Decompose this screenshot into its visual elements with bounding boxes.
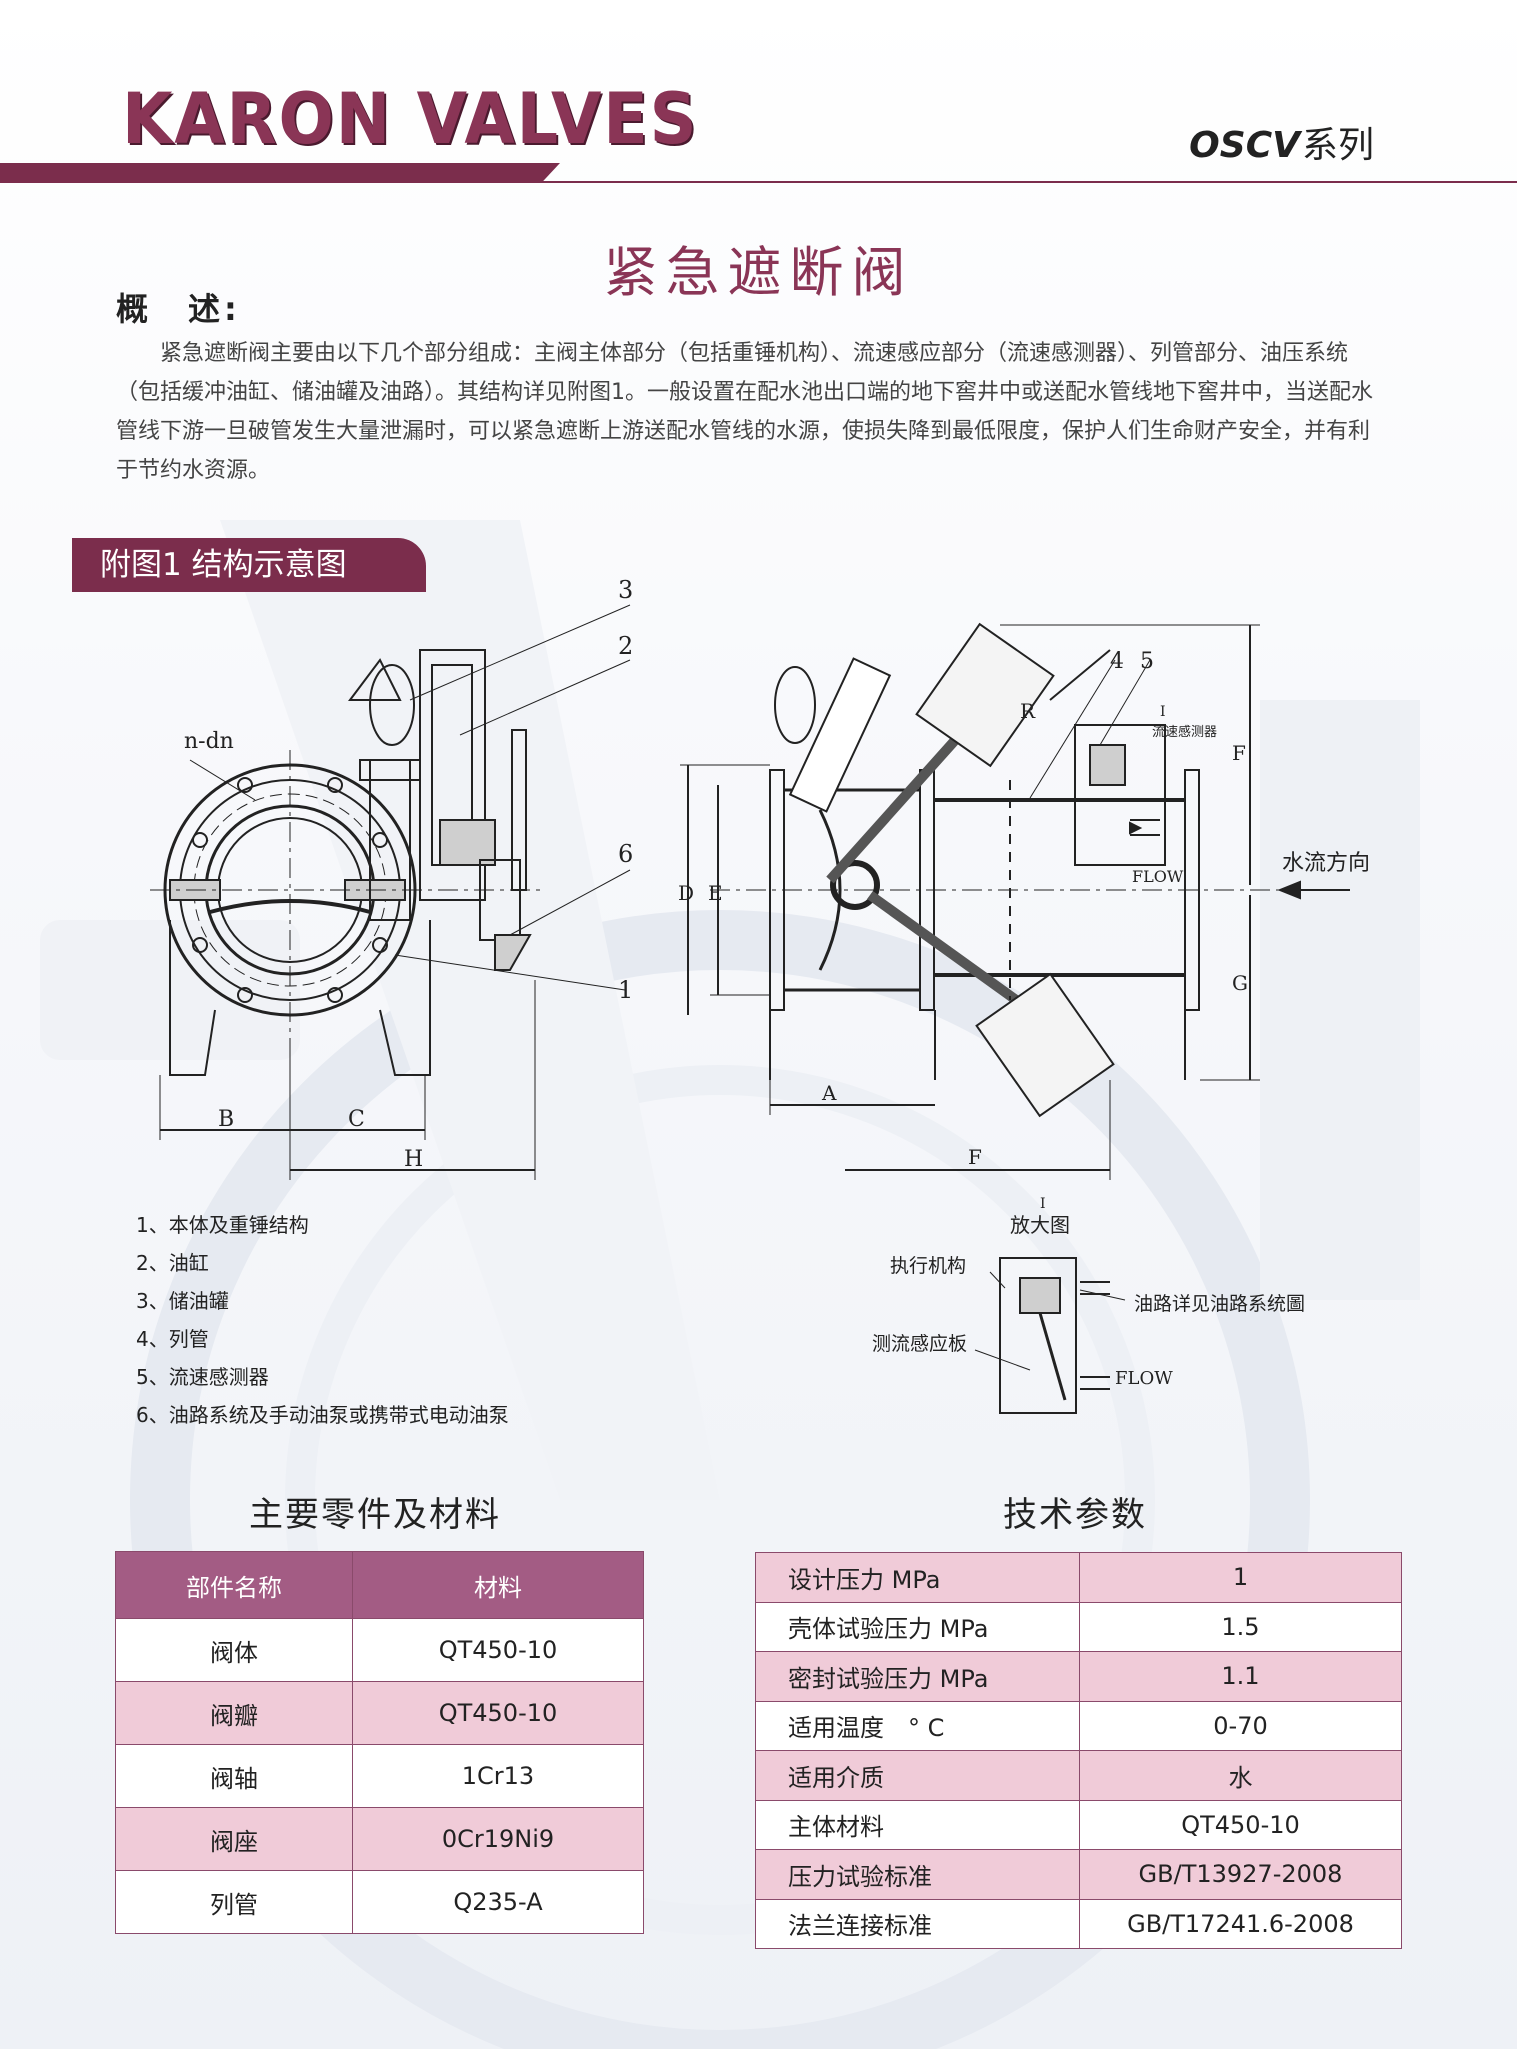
valve-side-view bbox=[680, 622, 1350, 1180]
overview-text: 紧急遮断阀主要由以下几个部分组成：主阀主体部分（包括重锤机构）、流速感应部分（流… bbox=[116, 341, 1374, 483]
parts-list-item: 1、本体及重锤结构 bbox=[136, 1213, 309, 1237]
plate-label: 测流感应板 bbox=[872, 1333, 967, 1355]
callout-6: 6 bbox=[618, 840, 633, 868]
valve-front-view bbox=[150, 604, 631, 1180]
spec-name-cell: 壳体试验压力 MPa bbox=[755, 1601, 1080, 1652]
dim-e: E bbox=[708, 881, 723, 905]
spec-value-cell: GB/T17241.6-2008 bbox=[1079, 1898, 1402, 1949]
dim-f-vertical: F bbox=[1232, 741, 1246, 765]
series-label: OSCV系列 bbox=[1189, 116, 1374, 168]
callout-4: 4 bbox=[1110, 649, 1124, 674]
table-row: 适用介质水 bbox=[755, 1750, 1402, 1801]
figure-label: 附图1 结构示意图 bbox=[72, 538, 426, 592]
spec-value-cell: 1 bbox=[1079, 1552, 1402, 1603]
spec-value-cell: 0-70 bbox=[1079, 1700, 1402, 1751]
spec-name-cell: 适用介质 bbox=[755, 1750, 1080, 1801]
parts-list-item: 2、油缸 bbox=[136, 1251, 209, 1275]
spec-value-cell: 1.1 bbox=[1079, 1651, 1402, 1702]
series-cn: 系列 bbox=[1301, 125, 1374, 166]
material-cell: Q235-A bbox=[351, 1870, 645, 1934]
parts-list-item: 4、列管 bbox=[136, 1327, 209, 1351]
sensor-label: 流速感测器 bbox=[1152, 724, 1217, 740]
specs-title: 技术参数 bbox=[1003, 1495, 1147, 1535]
spec-name-cell: 密封试验压力 MPa bbox=[755, 1651, 1080, 1702]
spec-value-cell: QT450-10 bbox=[1079, 1799, 1402, 1850]
part-name-cell: 阀体 bbox=[115, 1618, 353, 1682]
column-header-material: 材料 bbox=[351, 1551, 645, 1619]
header-accent-bar bbox=[0, 163, 560, 181]
material-cell: 0Cr19Ni9 bbox=[351, 1807, 645, 1871]
callout-1: 1 bbox=[618, 976, 633, 1004]
dim-b: B bbox=[218, 1107, 234, 1132]
dim-h: H bbox=[404, 1147, 423, 1172]
detail-title: 放大图 bbox=[1010, 1213, 1070, 1237]
flow-label-main: FLOW bbox=[1132, 867, 1184, 886]
callout-2: 2 bbox=[618, 632, 633, 660]
materials-title: 主要零件及材料 bbox=[249, 1495, 501, 1535]
spec-value-cell: GB/T13927-2008 bbox=[1079, 1849, 1402, 1900]
detail-view bbox=[974, 1257, 1126, 1414]
parts-list: 1、本体及重锤结构 2、油缸 3、储油罐 4、列管 5、流速感测器 6、油路系统… bbox=[136, 1206, 509, 1434]
dim-r: R bbox=[1020, 699, 1036, 723]
flow-label-detail: FLOW bbox=[1115, 1368, 1173, 1389]
dim-n-dn: n-dn bbox=[184, 729, 234, 754]
parts-list-item: 5、流速感测器 bbox=[136, 1365, 269, 1389]
dim-c: C bbox=[348, 1107, 365, 1132]
header-rule bbox=[0, 181, 1517, 183]
spec-name-cell: 主体材料 bbox=[755, 1799, 1080, 1850]
dim-f: F bbox=[968, 1145, 982, 1169]
spec-value-cell: 1.5 bbox=[1079, 1601, 1402, 1652]
water-direction-label: 水流方向 bbox=[1282, 851, 1370, 876]
spec-name-cell: 压力试验标准 bbox=[755, 1849, 1080, 1900]
detail-callout-i: I bbox=[1040, 1196, 1046, 1212]
column-header-part: 部件名称 bbox=[115, 1551, 353, 1619]
part-name-cell: 阀轴 bbox=[115, 1744, 353, 1808]
dim-g: G bbox=[1232, 971, 1248, 995]
material-cell: QT450-10 bbox=[351, 1681, 645, 1745]
dim-d: D bbox=[678, 881, 694, 905]
overview-heading: 概 述: bbox=[116, 290, 241, 328]
spec-name-cell: 适用温度 ° C bbox=[755, 1700, 1080, 1751]
part-name-cell: 阀座 bbox=[115, 1807, 353, 1871]
part-name-cell: 阀瓣 bbox=[115, 1681, 353, 1745]
dim-a: A bbox=[821, 1081, 837, 1105]
parts-list-item: 3、储油罐 bbox=[136, 1289, 229, 1313]
brand-logo: KARON VALVES bbox=[122, 78, 699, 160]
structure-diagram: 3 2 6 1 n-dn B C H bbox=[150, 576, 1370, 1414]
part-name-cell: 列管 bbox=[115, 1870, 353, 1934]
callout-3: 3 bbox=[618, 576, 633, 604]
spec-value-cell: 水 bbox=[1079, 1750, 1402, 1801]
spec-name-cell: 法兰连接标准 bbox=[755, 1898, 1080, 1949]
oil-note-label: 油路详见油路系统圖 bbox=[1134, 1293, 1305, 1315]
callout-i: I bbox=[1160, 704, 1166, 720]
material-cell: 1Cr13 bbox=[351, 1744, 645, 1808]
page-title: 紧急遮断阀 bbox=[603, 241, 914, 304]
series-code: OSCV bbox=[1189, 125, 1300, 166]
actuator-label: 执行机构 bbox=[890, 1255, 966, 1277]
material-cell: QT450-10 bbox=[351, 1618, 645, 1682]
callout-5: 5 bbox=[1140, 649, 1154, 674]
spec-name-cell: 设计压力 MPa bbox=[755, 1552, 1080, 1603]
parts-list-item: 6、油路系统及手动油泵或携带式电动油泵 bbox=[136, 1403, 509, 1427]
table-header-row: 部件名称 材料 bbox=[115, 1551, 645, 1619]
